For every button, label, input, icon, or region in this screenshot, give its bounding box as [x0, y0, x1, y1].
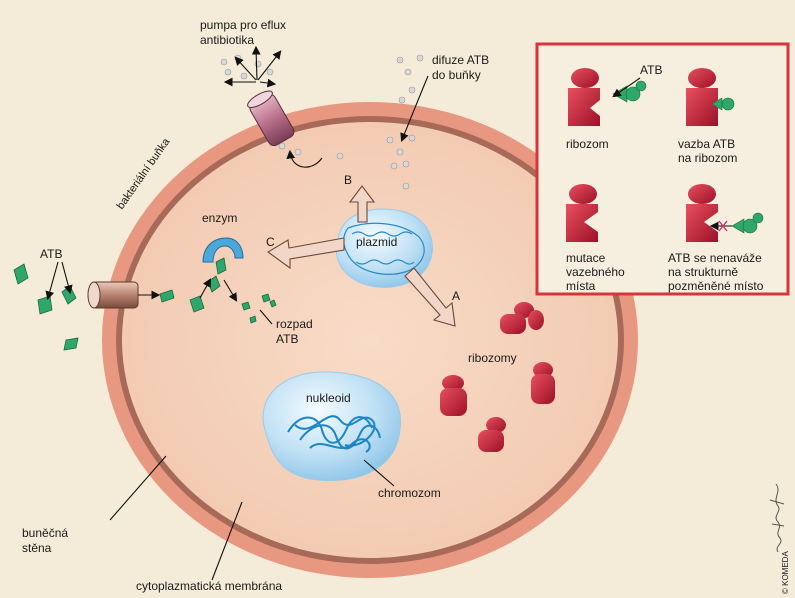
- pathway-arrow-c: [267, 237, 345, 270]
- label-cell-wall-line2: stěna: [22, 541, 52, 555]
- artist-signature: [769, 483, 785, 553]
- label-diffusion-line2: do buňky: [432, 68, 481, 82]
- inset-label-no-binding-line2: na strukturně: [668, 265, 738, 279]
- porin-channel: [87, 281, 139, 309]
- inset-label-no-binding-line1: ATB se nenaváže: [668, 251, 762, 265]
- label-atb-breakdown-line2: ATB: [276, 332, 298, 346]
- ribosome: [478, 417, 506, 452]
- atb-fragment: [269, 299, 277, 308]
- atb-molecule: [215, 257, 227, 275]
- atb-fragment: [249, 315, 257, 324]
- inset-label-mutation-line3: místa: [566, 279, 596, 293]
- inset-label-atb: ATB: [640, 63, 662, 77]
- chromosome-dna: [287, 415, 381, 453]
- label-nucleoid: nukleoid: [306, 391, 351, 405]
- plasmid-dna: [343, 222, 425, 275]
- inset-ribosome-1: [568, 68, 600, 126]
- inset-label-binding-line2: na ribozom: [678, 151, 737, 165]
- atb-molecule: [13, 263, 29, 285]
- thin-arrows: [45, 45, 429, 581]
- nucleoid: [262, 371, 402, 482]
- inset-atb-rejected: [731, 212, 764, 234]
- pathway-arrow-a: [404, 267, 456, 327]
- inset-label-mutation-line2: vazebného: [566, 265, 625, 279]
- ribosome: [440, 375, 467, 416]
- enzyme: [202, 237, 244, 263]
- label-efflux-pump-line1: pumpa pro eflux: [200, 18, 286, 32]
- inset-ribosome-2: [686, 68, 718, 126]
- ribosome: [531, 362, 555, 404]
- cross-icon: [718, 220, 728, 232]
- inset-atb-bound: [711, 97, 735, 111]
- label-membrane: cytoplazmatická membrána: [136, 579, 282, 593]
- inset-panel: ATB ribozom vazba ATB na ribozom mutace …: [535, 42, 790, 296]
- credit-text: © KOMEDA: [781, 551, 790, 594]
- label-atb-breakdown-line1: rozpad: [276, 317, 313, 331]
- label-enzyme: enzym: [202, 211, 237, 225]
- antibiotic-particles: [220, 54, 424, 190]
- inset-label-no-binding-line3: pozměněné místo: [668, 279, 764, 293]
- inset-label-binding-line1: vazba ATB: [678, 137, 735, 151]
- label-chromosome: chromozom: [378, 486, 441, 500]
- efflux-pump: [247, 90, 295, 147]
- label-atb: ATB: [40, 247, 62, 261]
- ribosomes: [440, 302, 555, 452]
- inset-ribosome-mutated: [566, 184, 598, 242]
- label-cell-wall-line1: buněčná: [22, 526, 68, 540]
- label-path-b: B: [344, 173, 352, 187]
- ribosome: [500, 302, 544, 334]
- plasmid: [335, 208, 433, 288]
- bacterial-cell: [102, 102, 638, 578]
- label-efflux-pump-line2: antibiotika: [200, 33, 254, 47]
- atb-fragment: [261, 293, 271, 303]
- atb-molecule: [189, 295, 205, 313]
- label-diffusion-line1: difuze ATB: [432, 53, 489, 67]
- atb-molecule: [159, 289, 175, 303]
- atb-molecule: [63, 337, 79, 351]
- inset-ribosome-4: [686, 184, 718, 242]
- label-plasmid: plazmid: [356, 235, 397, 249]
- label-path-c: C: [266, 235, 275, 249]
- atb-fragment: [241, 301, 251, 311]
- label-path-a: A: [452, 289, 460, 303]
- label-ribosomes: ribozomy: [468, 351, 517, 365]
- inset-label-ribosome: ribozom: [566, 137, 609, 151]
- atb-molecule: [37, 295, 53, 315]
- inset-label-mutation-line1: mutace: [566, 251, 606, 265]
- pathway-arrow-b: [348, 185, 376, 223]
